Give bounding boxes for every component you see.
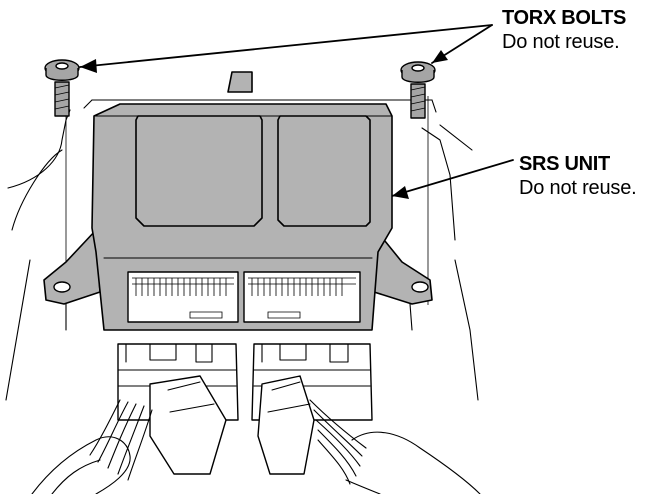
torx-bolts-note: Do not reuse. — [502, 31, 620, 53]
floor-line — [409, 303, 413, 331]
torx-bolts-label: TORX BOLTS — [502, 7, 627, 29]
torx-bolt-left — [44, 59, 80, 300]
srs-unit-note: Do not reuse. — [519, 177, 637, 199]
harness-connector-left — [31, 343, 239, 495]
connector-pins — [132, 277, 356, 319]
arrow-head-icon — [80, 59, 97, 73]
srs-unit-callout: SRS UNIT Do not reuse. — [519, 152, 637, 200]
arrow-head-icon — [392, 186, 409, 199]
harness-connector-right — [251, 343, 481, 495]
torx-bolts-callout: TORX BOLTS Do not reuse. — [502, 6, 626, 54]
torx-bolt-right — [400, 61, 436, 305]
srs-unit-leader — [391, 159, 514, 199]
arrow-head-icon — [432, 50, 448, 63]
mounting-bracket-outline — [5, 99, 479, 401]
srs-unit-label: SRS UNIT — [519, 153, 610, 175]
srs-unit — [43, 71, 433, 331]
torx-bolts-leader — [79, 24, 493, 73]
